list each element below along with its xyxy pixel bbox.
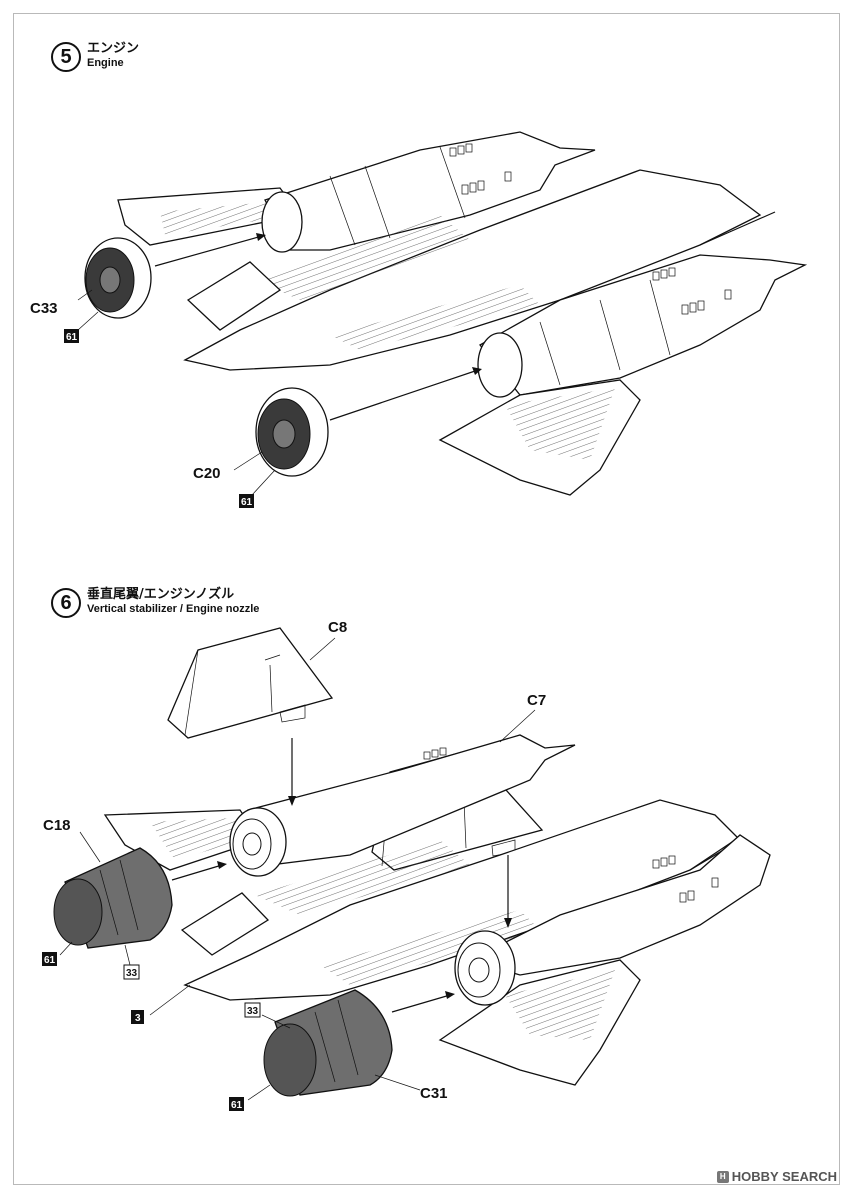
part-label-c18: C18 xyxy=(43,817,71,834)
far-nacelle-6 xyxy=(247,734,576,866)
paint-code-3-text: 3 xyxy=(135,1013,141,1024)
step-5-title-ja: エンジン xyxy=(87,41,140,56)
paint-code-c31-61: 61 xyxy=(229,1097,244,1111)
paint-code-3: 3 xyxy=(131,1010,144,1024)
part-label-c31: C31 xyxy=(420,1085,448,1102)
page-frame xyxy=(13,13,840,1185)
step-6-header: 6 垂直尾翼/エンジンノズル Vertical stabilizer / Eng… xyxy=(51,588,259,618)
paint-code-c18-61: 61 xyxy=(42,952,57,966)
paint-code-c33-text: 61 xyxy=(66,332,78,343)
step-6-title-ja: 垂直尾翼/エンジンノズル xyxy=(87,587,235,602)
far-nacelle xyxy=(264,131,596,251)
paint-code-c20: 61 xyxy=(239,494,254,508)
hobby-search-logo-icon: H xyxy=(716,1170,729,1183)
step-5-title-en: Engine xyxy=(87,57,124,69)
engine-face-c20 xyxy=(255,387,329,477)
paint-code-c31-33-text: 33 xyxy=(247,1006,259,1017)
part-label-c20: C20 xyxy=(193,465,221,482)
step-6-title-en: Vertical stabilizer / Engine nozzle xyxy=(87,603,260,615)
nozzle-c18 xyxy=(53,847,173,949)
nozzle-c31 xyxy=(263,989,393,1097)
near-engine-opening xyxy=(477,332,523,398)
step-5-header: 5 エンジン Engine xyxy=(51,42,139,72)
engine-face-near-6 xyxy=(454,930,516,1006)
near-wing-left-6 xyxy=(180,892,270,956)
paint-code-c31-61-text: 61 xyxy=(231,1100,243,1111)
step-6-titles: 垂直尾翼/エンジンノズル Vertical stabilizer / Engin… xyxy=(87,588,259,616)
paint-code-c18-61-text: 61 xyxy=(44,955,56,966)
far-engine-opening xyxy=(261,191,303,253)
near-nacelle-6 xyxy=(468,834,771,976)
watermark-text: HOBBY SEARCH xyxy=(731,1169,837,1184)
engine-face-far-6 xyxy=(229,807,287,877)
stabilizer-c8 xyxy=(167,627,334,739)
hobby-search-watermark: H HOBBY SEARCH xyxy=(716,1169,837,1184)
step-6-aircraft xyxy=(53,627,771,1101)
step-number-6: 6 xyxy=(51,588,81,618)
paint-code-c33: 61 xyxy=(64,329,79,343)
paint-code-c18-33-text: 33 xyxy=(126,968,138,979)
part-label-c7: C7 xyxy=(527,692,546,709)
step-5-titles: エンジン Engine xyxy=(87,42,139,70)
paint-code-c20-text: 61 xyxy=(241,497,253,508)
near-nacelle xyxy=(479,254,808,396)
paint-code-c31-33: 33 xyxy=(244,1002,261,1018)
paint-code-c18-33: 33 xyxy=(123,964,140,980)
near-wing-left xyxy=(186,261,282,331)
part-label-c8: C8 xyxy=(328,619,347,636)
fuselage xyxy=(183,169,762,371)
step-5-aircraft xyxy=(77,131,808,496)
part-label-c33: C33 xyxy=(30,300,58,317)
engine-face-c33 xyxy=(84,237,152,319)
step-number-5: 5 xyxy=(51,42,81,72)
